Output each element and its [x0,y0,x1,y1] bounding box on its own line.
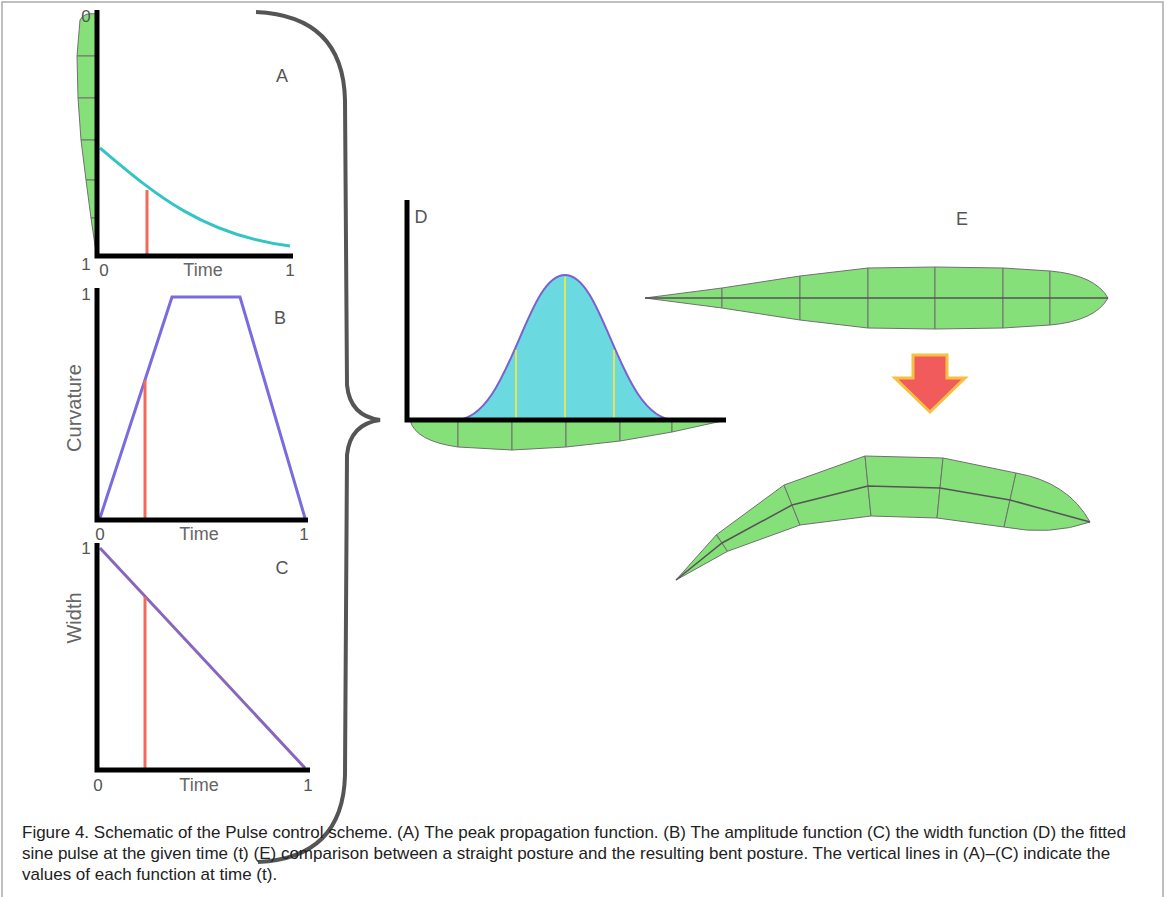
figure-caption: Figure 4. Schematic of the Pulse control… [22,822,1147,885]
body-segment [566,420,620,447]
axis-label: Width [64,592,84,643]
axis-label: Time [179,776,218,794]
axis-label: Time [183,261,222,279]
axis-tick: 1 [303,777,312,794]
time-marker [144,597,147,768]
transition-arrow [895,355,965,412]
axis-tick: 1 [81,540,90,557]
axis-label: Curvature [64,364,84,452]
pulse-marker [613,350,615,418]
sine-pulse [455,275,675,420]
axes [97,543,310,770]
body-spine [676,486,1090,580]
body-segment [512,420,566,450]
axis-tick: 1 [299,526,308,543]
body-spine [645,297,1108,299]
body-segment [620,420,672,441]
amplitude-curve [100,297,305,518]
axis-tick: 1 [81,256,90,273]
axes [407,200,726,420]
body-segment [81,140,96,180]
panel-letter: D [415,208,428,226]
body-d [410,420,722,450]
curly-brace [256,12,380,862]
time-marker [144,380,147,518]
panel-letter: E [956,210,968,228]
axes [97,10,293,256]
width-curve [100,548,305,768]
panel-letter: A [276,67,288,85]
axis-tick: 1 [81,286,90,303]
time-marker [146,190,149,254]
axis-tick-label: Time [179,525,218,543]
axis-tick: 0 [95,526,104,543]
body-segment [77,56,96,98]
pulse-marker [564,277,566,418]
body-segment [458,420,512,450]
body-segment [784,456,871,525]
pulse-marker [515,350,517,418]
panel-a [77,14,96,252]
axis-tick: 0 [81,8,90,25]
body-segment [937,458,1016,527]
axis-tick: 1 [285,262,294,279]
axis-tick: 0 [99,262,108,279]
axes [97,288,308,520]
panel-letter: C [276,559,289,577]
bent-body [676,456,1090,580]
axis-tick: 0 [93,777,102,794]
body-segment [78,98,96,140]
propagation-curve [100,148,290,246]
panel-letter: B [274,309,286,327]
body-segment [410,420,458,447]
pulse-markers [516,277,614,418]
straight-body [645,267,1108,329]
